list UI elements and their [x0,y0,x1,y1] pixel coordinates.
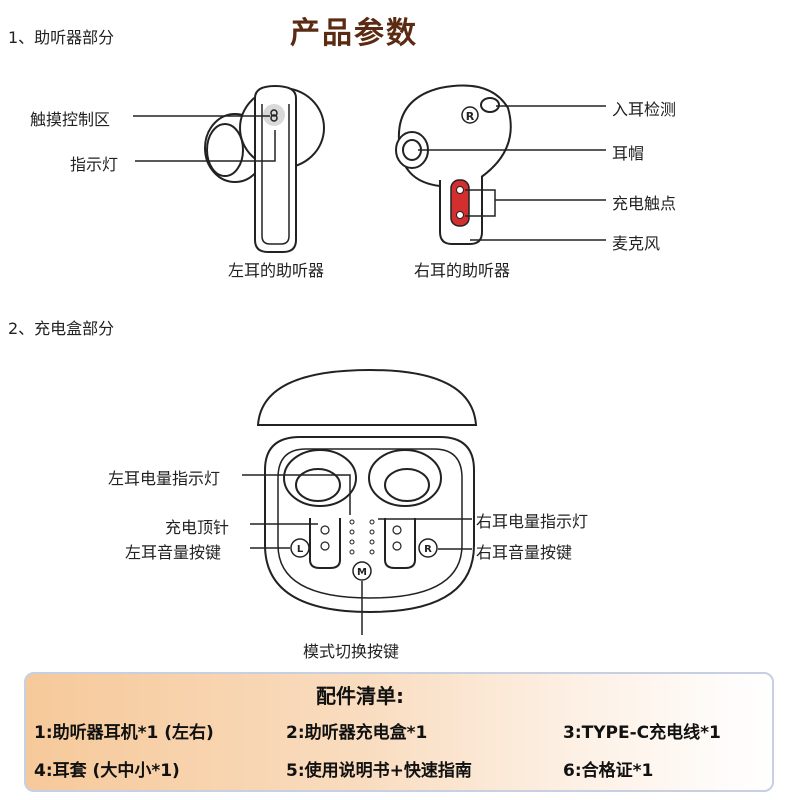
accessory-item-5: 5:使用说明书+快速指南 [286,761,472,781]
label-charging-pins: 充电顶针 [165,518,230,537]
label-indicator-light: 指示灯 [70,155,119,174]
section-hearing-aid-heading: 1、助听器部分 [8,28,115,47]
left-earbud-leader-lines [133,115,276,162]
left-volume-button-label: L [297,544,304,555]
accessory-item-4: 4:耳套 (大中小*1) [34,761,180,781]
label-right-battery-indicator: 右耳电量指示灯 [476,512,589,531]
label-microphone: 麦克风 [612,234,661,253]
caption-left-hearing-aid: 左耳的助听器 [228,261,325,280]
section-charging-case-heading: 2、充电盒部分 [8,319,115,338]
label-left-volume-button: 左耳音量按键 [125,543,222,562]
label-ear-tip: 耳帽 [612,144,645,163]
accessories-title: 配件清单: [316,684,404,708]
label-touch-control-area: 触摸控制区 [30,110,111,129]
mode-button [352,561,372,581]
accessory-item-1: 1:助听器耳机*1 (左右) [34,723,214,743]
label-charging-contacts: 充电触点 [612,194,677,213]
accessory-item-6: 6:合格证*1 [563,761,654,781]
right-earbud-leader-lines [418,105,606,241]
accessory-item-3: 3:TYPE-C充电线*1 [563,723,721,743]
accessories-panel [24,672,774,792]
charging-case-illustration [256,368,478,614]
caption-right-hearing-aid: 右耳的助听器 [414,261,511,280]
right-earbud-illustration [395,84,512,245]
right-volume-button [418,538,438,558]
label-left-battery-indicator: 左耳电量指示灯 [108,469,221,488]
mode-button-label: M [357,567,367,578]
label-in-ear-detection: 入耳检测 [612,100,677,119]
page-title: 产品参数 [290,16,418,51]
right-earbud-r-mark: R [466,110,475,123]
charging-pins [320,525,402,551]
battery-indicator-leds [349,519,375,555]
charging-contacts [450,179,470,227]
left-earbud-illustration [204,84,325,253]
left-volume-button [290,538,310,558]
case-leader-lines [242,474,472,635]
accessory-item-2: 2:助听器充电盒*1 [286,723,428,743]
right-volume-button-label: R [424,544,432,555]
label-right-volume-button: 右耳音量按键 [476,543,573,562]
label-mode-switch-button: 模式切换按键 [303,642,400,661]
